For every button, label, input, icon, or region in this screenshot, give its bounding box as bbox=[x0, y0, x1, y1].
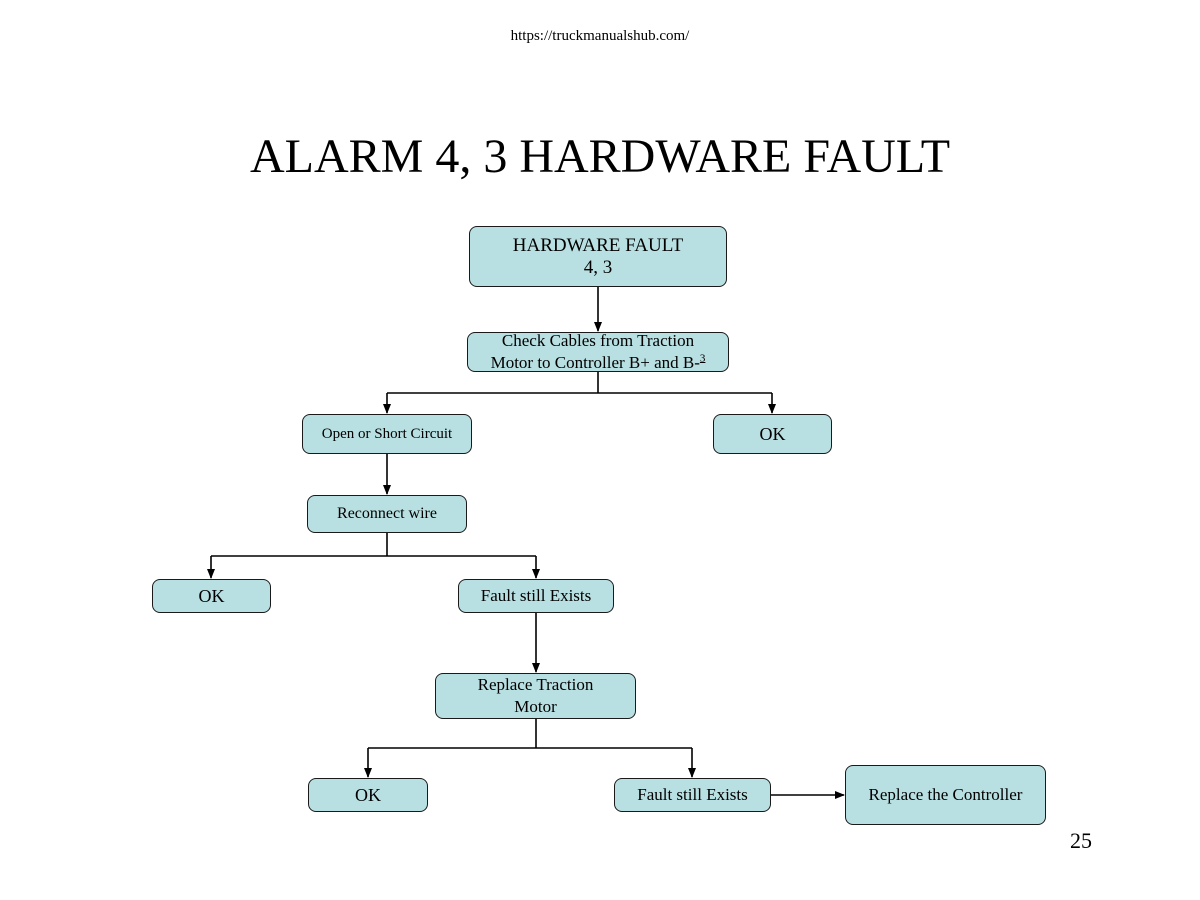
page-title: ALARM 4, 3 HARDWARE FAULT bbox=[249, 130, 951, 183]
node-ok-3: OK bbox=[308, 778, 428, 812]
node-reconnect-wire-label: Reconnect wire bbox=[337, 505, 437, 522]
node-fault-still-exists-1-label: Fault still Exists bbox=[480, 586, 592, 605]
node-reconnect-wire: Reconnect wire bbox=[307, 495, 467, 533]
node-ok-1-label: OK bbox=[759, 424, 786, 444]
node-ok-2: OK bbox=[152, 579, 271, 613]
node-replace-the-controller: Replace the Controller bbox=[845, 765, 1046, 825]
node-check-cables-line2-text: Motor to Controller B+ and B- bbox=[490, 353, 700, 372]
node-check-cables: Check Cables from Traction Motor to Cont… bbox=[467, 331, 729, 374]
node-replace-traction-motor-line1: Replace Traction bbox=[477, 675, 594, 694]
node-fault-still-exists-2-label: Fault still Exists bbox=[637, 785, 748, 804]
node-fault-still-exists-1: Fault still Exists bbox=[458, 579, 614, 613]
node-fault-still-exists-2: Fault still Exists bbox=[614, 778, 771, 812]
node-hardware-fault: HARDWARE FAULT 4, 3 bbox=[469, 226, 727, 287]
node-replace-traction-motor-line2: Motor bbox=[514, 697, 557, 716]
node-ok-2-label: OK bbox=[198, 586, 225, 606]
node-replace-traction-motor: Replace Traction Motor bbox=[435, 673, 636, 719]
node-hardware-fault-line1: HARDWARE FAULT bbox=[512, 234, 684, 256]
header-url: https://truckmanualshub.com/ bbox=[510, 28, 690, 44]
footnote-ref: 3 bbox=[699, 352, 706, 365]
node-check-cables-line1: Check Cables from Traction bbox=[501, 331, 695, 350]
node-open-or-short-circuit: Open or Short Circuit bbox=[302, 414, 472, 454]
node-check-cables-line2: Motor to Controller B+ and B-3 bbox=[491, 352, 706, 374]
node-ok-1: OK bbox=[713, 414, 832, 454]
node-hardware-fault-line2: 4, 3 bbox=[583, 256, 613, 278]
page-number: 25 bbox=[1070, 828, 1092, 853]
node-open-or-short-circuit-label: Open or Short Circuit bbox=[321, 426, 453, 442]
node-replace-the-controller-label: Replace the Controller bbox=[868, 785, 1023, 804]
node-ok-3-label: OK bbox=[355, 785, 381, 805]
